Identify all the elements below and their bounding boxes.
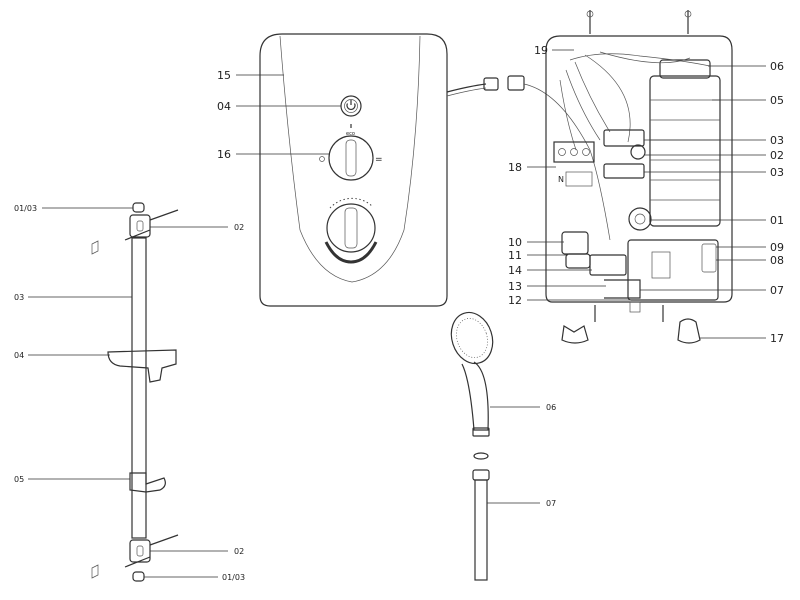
- front-callouts: 15 04 16: [217, 69, 341, 161]
- label-front-16: 16: [217, 148, 231, 161]
- label-hose-07: 07: [546, 499, 556, 508]
- handset-callouts: 06 07: [487, 403, 556, 508]
- wall-clip-left: [561, 325, 589, 344]
- label-rail-02-bottom: 02: [234, 547, 244, 556]
- temperature-knob[interactable]: [326, 203, 376, 253]
- power-icon: [346, 103, 356, 111]
- pressure-switch: [630, 144, 646, 160]
- front-cover: eco =: [259, 33, 448, 307]
- power-selector-knob[interactable]: [328, 135, 374, 181]
- wall-plug-bottom: [91, 564, 99, 579]
- wall-plug-top: [91, 240, 99, 255]
- shower-handset: [450, 311, 494, 581]
- handset-slider: [107, 349, 177, 383]
- label-unit-12: 12: [508, 294, 522, 307]
- label-unit-10: 10: [508, 236, 522, 249]
- front-cover-outline: [259, 33, 448, 307]
- unit-callouts: 19 18 10 11 14 13 12 06 05 03 02 03 01 0…: [508, 44, 784, 345]
- heater-tank: [649, 75, 721, 227]
- label-unit-14: 14: [508, 264, 522, 277]
- eco-mark: eco: [346, 131, 355, 137]
- handset-handle: [461, 361, 489, 431]
- label-rail-0103-bottom: 01/03: [222, 573, 245, 582]
- label-rail-05: 05: [14, 475, 24, 484]
- pcb-housing: [627, 239, 719, 301]
- label-rail-04: 04: [14, 351, 24, 360]
- label-unit-17: 17: [770, 332, 784, 345]
- stabiliser-valve: [565, 253, 591, 269]
- terminal-block: [553, 141, 595, 163]
- power-button[interactable]: [340, 95, 362, 117]
- label-unit-13: 13: [508, 280, 522, 293]
- label-front-15: 15: [217, 69, 231, 82]
- hose-nut: [472, 469, 490, 481]
- wiring-loom: [559, 51, 711, 151]
- label-rail-03: 03: [14, 293, 24, 302]
- rail-hose-clip: [129, 472, 166, 493]
- flow-valve: [561, 231, 589, 255]
- rail-tube: [131, 237, 147, 539]
- label-unit-09: 09: [770, 241, 784, 254]
- shower-hose: [474, 479, 488, 581]
- label-unit-19: 19: [534, 44, 548, 57]
- label-unit-02: 02: [770, 149, 784, 162]
- rail-bottom-cap: [132, 571, 145, 582]
- wall-clip-right: [677, 318, 701, 344]
- backplate-outline: [545, 35, 733, 303]
- thermal-cutout-lower: [603, 163, 645, 179]
- label-rail-02-top: 02: [234, 223, 244, 232]
- label-front-04: 04: [217, 100, 231, 113]
- label-unit-07: 07: [770, 284, 784, 297]
- solenoid-valve: [628, 207, 652, 231]
- handset-head: [450, 311, 494, 365]
- top-screw: [149, 209, 179, 221]
- hose-washer: [473, 452, 489, 460]
- label-unit-03-upper: 03: [770, 134, 784, 147]
- label-unit-03-lower: 03: [770, 166, 784, 179]
- max-power-mark: =: [375, 155, 383, 165]
- label-unit-08: 08: [770, 254, 784, 267]
- label-unit-11: 11: [508, 249, 522, 262]
- shower-unit-internals: N: [545, 10, 733, 344]
- label-handset-06: 06: [546, 403, 556, 412]
- label-unit-18: 18: [508, 161, 522, 174]
- neutral-mark: N: [558, 175, 564, 184]
- rail-callouts: 01/03 02 03 04 05 02 01/03: [14, 204, 245, 582]
- outlet-elbow: [604, 279, 641, 299]
- rail-top-bracket: [129, 214, 151, 238]
- label-rail-0103-top: 01/03: [14, 204, 37, 213]
- top-screw-lower: [124, 229, 151, 241]
- thermal-cutout-upper: [603, 129, 645, 147]
- label-unit-06: 06: [770, 60, 784, 73]
- ribbon-cable-connector: [446, 75, 611, 241]
- label-unit-01: 01: [770, 214, 784, 227]
- inlet-filter-assembly: [589, 254, 627, 276]
- label-unit-05: 05: [770, 94, 784, 107]
- front-cover-contour: [279, 35, 421, 283]
- shower-rail-kit: [91, 202, 179, 582]
- rail-top-cap: [132, 202, 145, 213]
